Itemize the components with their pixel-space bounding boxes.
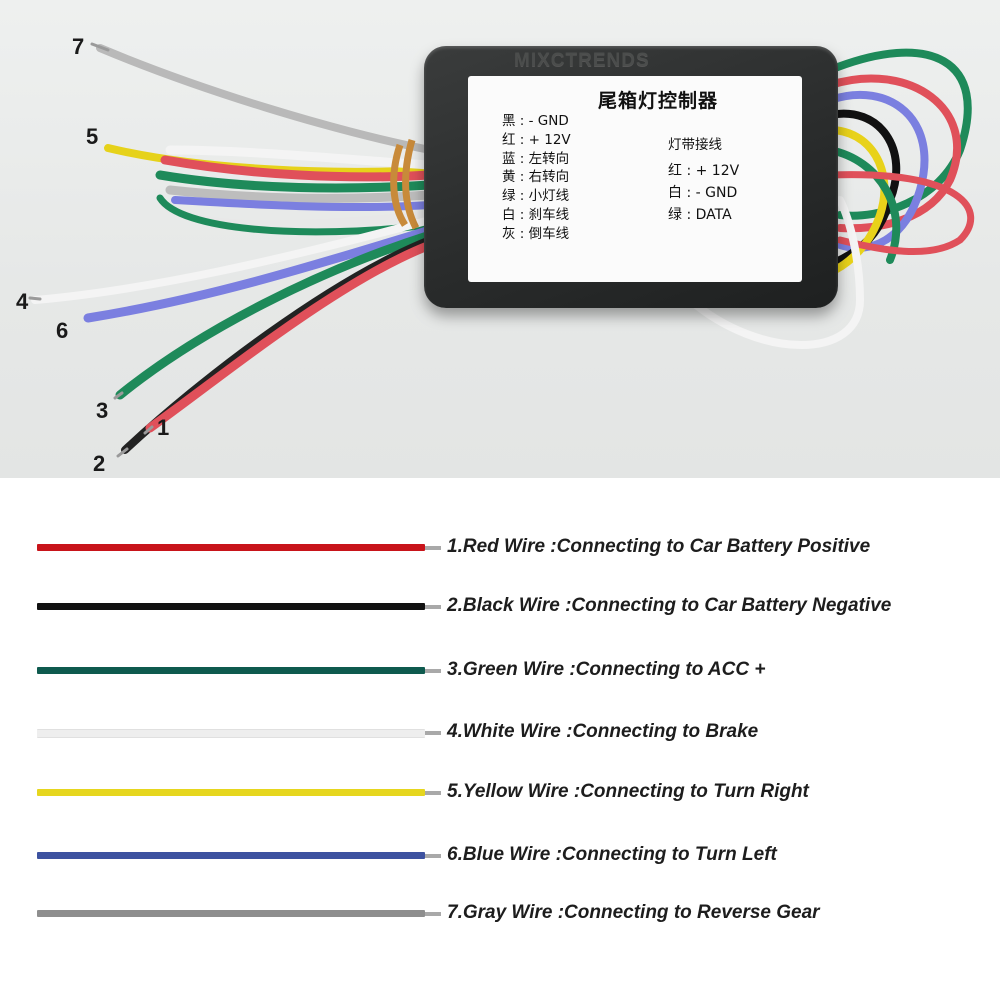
list-item: 白 : 刹车线 <box>502 206 570 223</box>
wires-illustration <box>28 42 974 458</box>
legend-row-blue: 6.Blue Wire :Connecting to Turn Left <box>0 842 1000 872</box>
device-label: 尾箱灯控制器 黑 : - GND 红 : + 12V 蓝 : 左转向 黄 : 右… <box>468 76 802 282</box>
legend-label: 2.Black Wire :Connecting to Car Battery … <box>447 595 892 616</box>
wire-tip <box>425 605 441 609</box>
legend-row-black: 2.Black Wire :Connecting to Car Battery … <box>0 593 1000 623</box>
list-item: 白 : - GND <box>668 185 738 201</box>
green-wire-swatch <box>37 667 425 674</box>
legend-label: 1.Red Wire :Connecting to Car Battery Po… <box>447 536 871 557</box>
legend-row-white: 4.White Wire :Connecting to Brake <box>0 719 1000 749</box>
legend-row-yellow: 5.Yellow Wire :Connecting to Turn Right <box>0 779 1000 809</box>
controller-box: MIXCTRENDS 尾箱灯控制器 黑 : - GND 红 : + 12V 蓝 … <box>424 46 838 308</box>
wire-tip <box>425 854 441 858</box>
blue-wire-swatch <box>37 852 425 859</box>
yellow-wire-swatch <box>37 789 425 796</box>
wire-color-list: 黑 : - GND 红 : + 12V 蓝 : 左转向 黄 : 右转向 绿 : … <box>502 112 571 244</box>
list-item: 红 : + 12V <box>668 163 740 179</box>
wire-number-6: 6 <box>56 318 69 343</box>
product-photo: 7 5 4 6 3 1 2 MIXCTRENDS 尾箱灯控制器 黑 : - GN… <box>0 0 1000 478</box>
legend-row-red: 1.Red Wire :Connecting to Car Battery Po… <box>0 534 1000 564</box>
device-title: 尾箱灯控制器 <box>598 90 719 112</box>
list-item: 绿 : 小灯线 <box>502 188 570 205</box>
brand-logo: MIXCTRENDS <box>514 50 650 71</box>
legend-row-green: 3.Green Wire :Connecting to ACC + <box>0 657 1000 687</box>
legend-label: 3.Green Wire :Connecting to ACC + <box>447 659 766 680</box>
legend-label: 7.Gray Wire :Connecting to Reverse Gear <box>447 902 820 923</box>
wire-number-7: 7 <box>72 34 85 59</box>
list-item: 黑 : - GND <box>502 113 569 129</box>
list-item: 蓝 : 左转向 <box>502 150 570 167</box>
legend-row-gray: 7.Gray Wire :Connecting to Reverse Gear <box>0 900 1000 930</box>
wire-number-2: 2 <box>93 451 106 476</box>
list-item: 黄 : 右转向 <box>502 169 570 186</box>
list-item: 绿 : DATA <box>668 207 732 223</box>
white-wire-swatch <box>37 729 425 738</box>
strip-wiring-heading: 灯带接线 <box>668 137 722 153</box>
wire-number-1: 1 <box>157 415 170 440</box>
gray-wire-swatch <box>37 910 425 917</box>
wire-number-5: 5 <box>86 124 99 149</box>
legend-label: 5.Yellow Wire :Connecting to Turn Right <box>447 781 809 802</box>
wire-tip <box>425 546 441 550</box>
wire-number-4: 4 <box>16 289 29 314</box>
wire-number-3: 3 <box>96 398 109 423</box>
wire-tip <box>425 731 441 735</box>
wire-legend: 1.Red Wire :Connecting to Car Battery Po… <box>0 478 1000 1000</box>
list-item: 灰 : 倒车线 <box>502 225 570 242</box>
list-item: 红 : + 12V <box>502 131 571 148</box>
black-wire-swatch <box>37 603 425 610</box>
legend-label: 4.White Wire :Connecting to Brake <box>447 721 759 742</box>
wire-tip <box>425 669 441 673</box>
strip-wiring: 灯带接线 红 : + 12V 白 : - GND 绿 : DATA <box>668 134 739 226</box>
legend-label: 6.Blue Wire :Connecting to Turn Left <box>447 844 777 865</box>
red-wire-swatch <box>37 544 425 551</box>
wire-tip <box>425 791 441 795</box>
wire-tip <box>425 912 441 916</box>
